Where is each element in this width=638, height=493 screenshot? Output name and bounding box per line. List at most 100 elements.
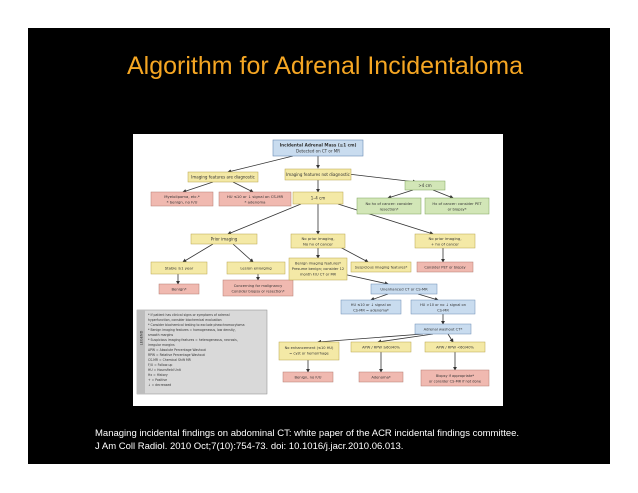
box-apw-lt: APW / RPW <60/40% <box>424 341 486 353</box>
arrow-14-to-nopriorcancer <box>337 203 434 235</box>
hu-le10-line2: CS-MR = adenoma* <box>353 309 389 313</box>
hx-cancer-line2: or biopsy* <box>448 208 467 212</box>
adenoma-label: Adenoma* <box>371 376 391 380</box>
benign-imaging-line3: month F/U CT or MR <box>300 273 337 277</box>
arrow-gt4-to-hx <box>432 189 454 199</box>
arrow-root-to-diagnostic <box>227 155 294 174</box>
arrow-noprior-to-suspicious <box>337 245 369 263</box>
flowchart-diagram: Incidental Adrenal Mass (≥1 cm) Detected… <box>136 139 490 395</box>
box-unenhanced: Unenhanced CT or CS-MR <box>370 283 438 295</box>
stable-label: Stable ≥1 year <box>165 266 194 271</box>
legend-item: irregular margins <box>148 343 175 347</box>
no-prior-cancer-line1: No prior imaging, <box>428 236 461 241</box>
legend-item: ↓ = decreased <box>148 383 171 387</box>
hu-gt10-line2: CS-MR <box>437 309 449 313</box>
legend-item: * Consider biochemical testing to exclud… <box>148 323 245 327</box>
apw-ge-label: APW / RPW ≥60/40% <box>362 346 400 350</box>
box-imaging-not-diagnostic: Imaging features not diagnostic <box>284 168 352 181</box>
hu-adenoma-line2: * adenoma <box>245 200 266 205</box>
box-apw-ge: APW / RPW ≥60/40% <box>350 341 412 353</box>
legend-item: * Benign imaging features = homogeneous,… <box>148 328 236 332</box>
arrow-washout-to-apwlt <box>447 333 454 343</box>
legend-items: * If patient has clinical signs or sympt… <box>148 313 245 387</box>
size-1-4-label: 1–4 cm <box>311 196 326 201</box>
legend-item: F/U = Follow-up <box>148 363 172 367</box>
arrow-diag-to-hu <box>232 181 254 193</box>
arrow-unenhanced-to-hule10 <box>370 293 389 301</box>
no-prior-cancer-line2: + hx of cancer <box>431 242 459 247</box>
apw-lt-label: APW / RPW <60/40% <box>436 346 474 350</box>
box-adenoma: Adenoma* <box>358 371 404 383</box>
box-no-prior: No prior imaging, No hx of cancer <box>290 233 346 249</box>
benign-imaging-line1: Benign imaging features* <box>295 262 341 266</box>
legend-item: + = Positive <box>148 378 167 382</box>
benign-no-fu-label: Benign, no F/U <box>294 376 321 380</box>
box-washout: Adrenal washout CT* <box>414 323 472 335</box>
benign-imaging-line2: Presume benign; consider 12 <box>292 267 344 271</box>
no-enhancement-line1: No enhancement (≤10 HU) <box>285 346 334 350</box>
box-prior-imaging: Prior imaging <box>190 233 258 245</box>
flowchart-figure: Incidental Adrenal Mass (≥1 cm) Detected… <box>133 134 503 406</box>
citation-line-1: Managing incidental findings on abdomina… <box>95 428 520 439</box>
size-gt4-label: >4 cm <box>418 183 431 188</box>
legend-title: LEGEND <box>140 330 144 345</box>
box-concerning: Concerning for malignancy Consider biops… <box>222 279 294 297</box>
box-hu-le10: HU ≤10 or ↓ signal on CS-MR = adenoma* <box>340 299 402 315</box>
legend-box: LEGEND * If patient has clinical signs o… <box>136 309 268 395</box>
legend-item: RPW = Relative Percentage Washout <box>148 353 206 357</box>
box-size-gt4: >4 cm <box>404 180 446 191</box>
arrow-diag-to-myelo <box>182 181 214 193</box>
legend-item: smooth margins <box>148 333 173 337</box>
no-hx-cancer-line1: No hx of cancer: consider <box>365 202 413 206</box>
box-size-1-4: 1–4 cm <box>292 191 344 205</box>
arrow-benignimg-to-unenhanced <box>342 273 389 286</box>
legend-item: * Suspicious imaging features = heteroge… <box>148 338 238 342</box>
arrow-prior-to-enlarging <box>232 243 254 263</box>
imaging-not-diagnostic-label: Imaging features not diagnostic <box>286 172 350 177</box>
legend-item: hyperfunction, consider biochemical eval… <box>148 318 222 322</box>
box-no-prior-cancer: No prior imaging, + hx of cancer <box>414 233 476 249</box>
arrow-washout-to-noenh <box>317 333 424 344</box>
hx-cancer-line1: Hx of cancer: consider PET <box>432 202 482 206</box>
box-root: Incidental Adrenal Mass (≥1 cm) Detected… <box>272 139 364 157</box>
legend-item: APW = Absolute Percentage Washout <box>148 348 207 352</box>
concerning-line1: Concerning for malignancy <box>234 284 283 288</box>
biopsy-line1: Biopsy if appropriate* <box>436 374 474 378</box>
enlarging-label: Lesion enlarging <box>240 266 272 271</box>
hu-le10-line1: HU ≤10 or ↓ signal on <box>351 303 391 307</box>
box-no-hx-cancer: No hx of cancer: consider resection* <box>356 197 422 215</box>
arrow-gt4-to-nohx <box>387 189 414 199</box>
box-stable: Stable ≥1 year <box>150 261 208 275</box>
arrow-14-to-prior <box>227 203 302 235</box>
arrow-prior-to-stable <box>182 243 214 263</box>
arrow-washout-to-apwge <box>377 333 434 344</box>
citation-line-2: J Am Coll Radiol. 2010 Oct;7(10):754-73.… <box>95 441 404 452</box>
box-enlarging: Lesion enlarging <box>226 261 286 275</box>
legend-item: * If patient has clinical signs or sympt… <box>148 313 230 317</box>
box-hu-gt10: HU >10 or no ↓ signal on CS-MR <box>410 299 476 315</box>
legend-item: HU = Hounsfield Unit <box>148 368 182 372</box>
box-benign-no-fu: Benign, no F/U <box>282 371 334 383</box>
imaging-diagnostic-label: Imaging features are diagnostic <box>191 175 255 180</box>
box-benign-imaging: Benign imaging features* Presume benign;… <box>288 257 348 281</box>
myelolipoma-line2: * benign, no F/U <box>167 200 198 205</box>
biopsy-line2: or consider CS-MR if not done <box>429 380 481 384</box>
benign-left-label: Benign* <box>171 287 186 292</box>
box-consider-pet: Consider PET or biopsy <box>416 261 474 273</box>
washout-label: Adrenal washout CT* <box>424 328 463 332</box>
no-prior-line1: No prior imaging, <box>301 236 334 241</box>
box-suspicious: Suspicious imaging features* <box>350 261 412 273</box>
legend-item: Hx = History <box>148 373 168 377</box>
box-myelolipoma: Myelolipoma, etc.* * benign, no F/U <box>150 191 214 207</box>
unenhanced-label: Unenhanced CT or CS-MR <box>380 288 428 292</box>
concerning-line2: Consider biopsy or resection* <box>231 290 284 294</box>
myelolipoma-line1: Myelolipoma, etc.* <box>164 194 200 199</box>
legend-item: CS-MR = Chemical Shift MR <box>148 358 192 362</box>
root-line2: Detected on CT or MR <box>296 149 340 154</box>
flowchart-arrows <box>176 155 457 373</box>
hu-adenoma-line1: HU ≤10 or ↓ signal on CS-MR <box>227 194 284 199</box>
box-biopsy: Biopsy if appropriate* or consider CS-MR… <box>420 369 490 387</box>
consider-pet-label: Consider PET or biopsy <box>424 266 466 270</box>
box-benign-left: Benign* <box>158 283 200 295</box>
no-hx-cancer-line2: resection* <box>380 208 399 212</box>
